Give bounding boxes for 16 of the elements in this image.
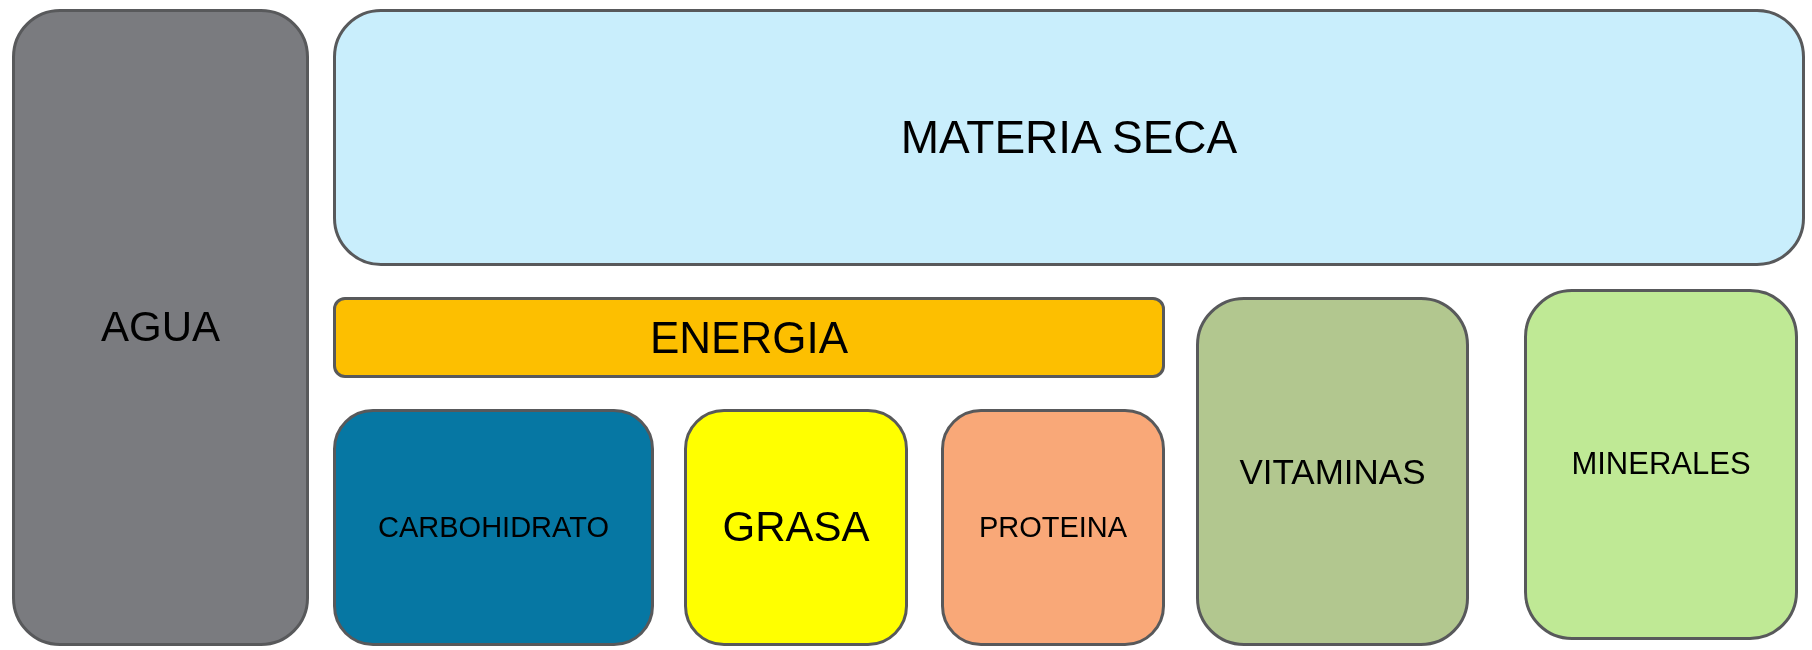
box-label: GRASA [721, 502, 871, 553]
category-box [333, 409, 654, 646]
category-box [333, 9, 1805, 266]
category-box [941, 409, 1165, 646]
box-label: VITAMINAS [1238, 450, 1427, 493]
category-box [1524, 289, 1798, 640]
category-box [333, 297, 1165, 378]
category-box [12, 9, 309, 646]
box-label: PROTEINA [977, 510, 1129, 546]
box-label: AGUA [100, 302, 221, 353]
category-box [684, 409, 908, 646]
box-label: MINERALES [1570, 445, 1752, 484]
box-label: CARBOHIDRATO [377, 510, 610, 546]
box-label: ENERGIA [648, 312, 849, 364]
category-box [1196, 297, 1469, 646]
box-label: MATERIA SECA [899, 109, 1239, 165]
